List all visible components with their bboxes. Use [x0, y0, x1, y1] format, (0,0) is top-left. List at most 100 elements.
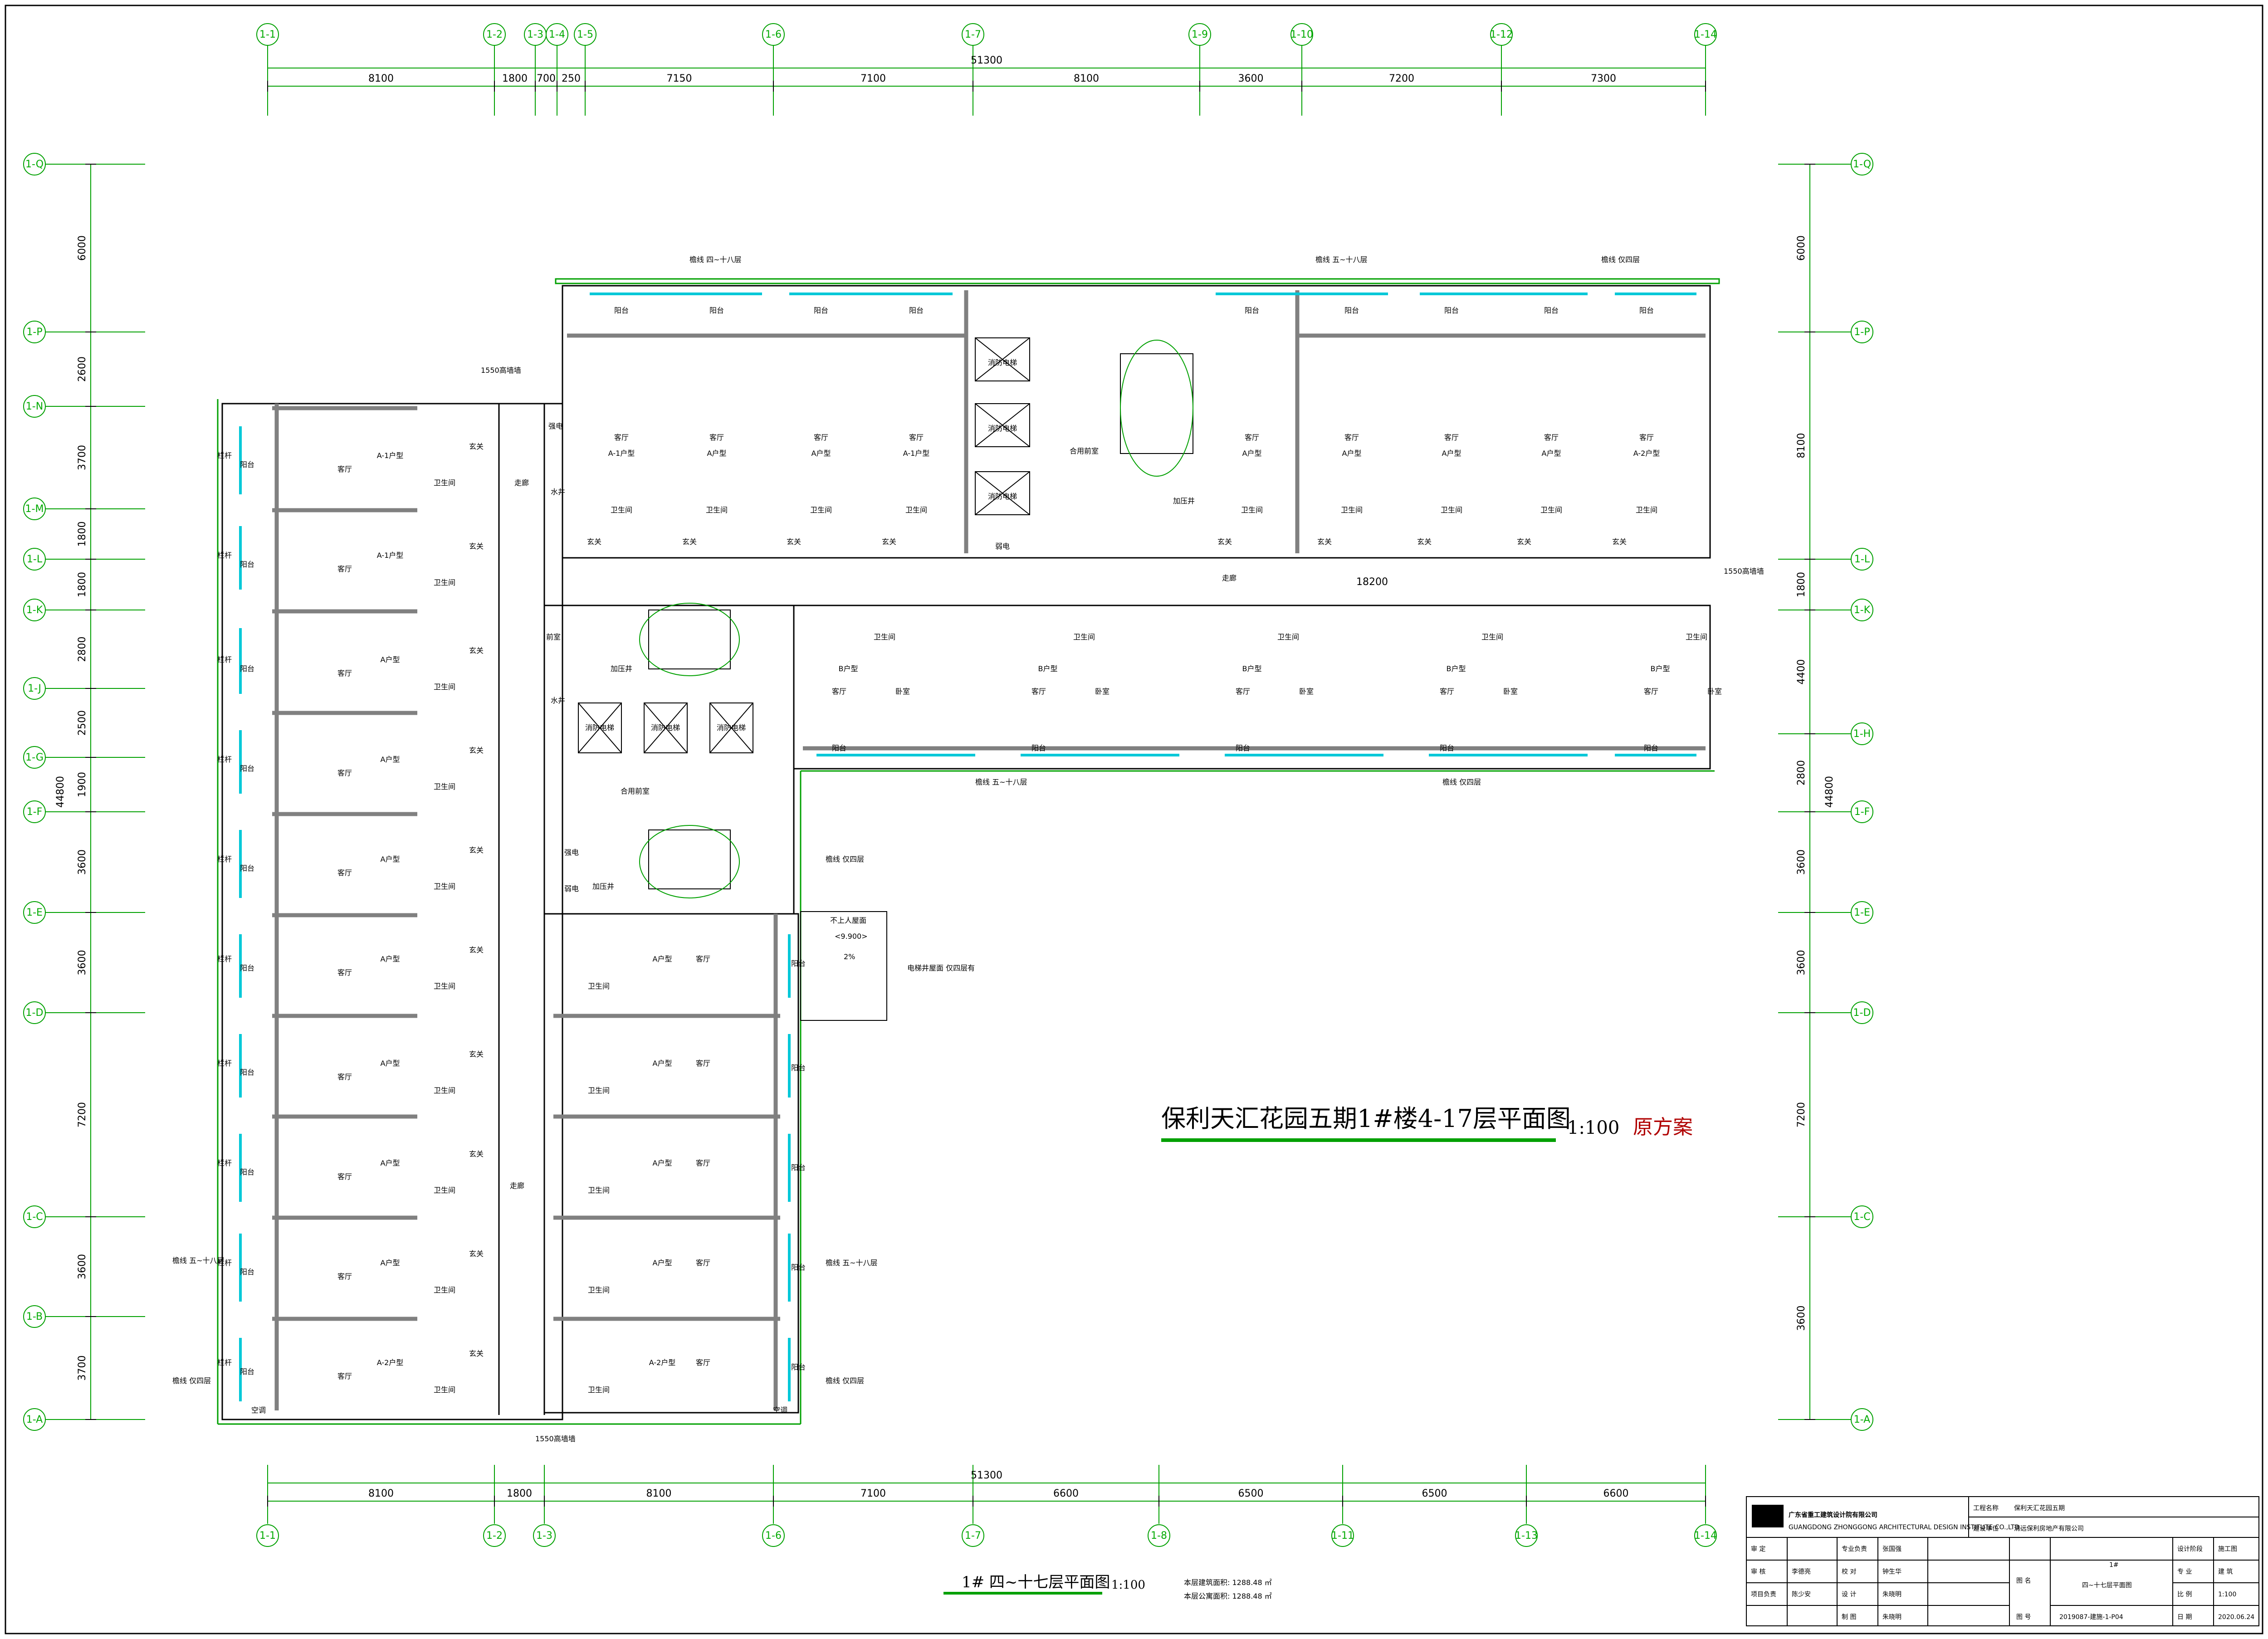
axis-right-1-P: 1-P — [1851, 321, 1873, 343]
dim-top-seg-6: 8100 — [1074, 73, 1099, 84]
note-high-wall-right: 1550高墙墙 — [1724, 567, 1764, 576]
main-note: 原方案 — [1633, 1116, 1693, 1139]
note-eave-right3: 檐线 仅四层 — [826, 1376, 864, 1385]
axis-left-1-P: 1-P — [23, 321, 46, 343]
axis-right-1-L: 1-L — [1851, 548, 1873, 571]
elevator-label-2: 消防电梯 — [988, 424, 1017, 433]
plan-notes: 1550高墙墙 1550高墙墙 1550高墙墙 檐线 四~十八层 檐线 五~十八… — [172, 255, 1764, 1443]
axis-top-1-10: 1-10 — [1290, 23, 1313, 46]
dim-left-seg-2: 3700 — [77, 445, 88, 470]
company-logo-icon — [1752, 1505, 1784, 1527]
axis-bottom-1-6-label: 1-6 — [765, 1530, 782, 1541]
note-high-wall-top: 1550高墙墙 — [481, 366, 521, 375]
left-railing-0: 栏杆 — [217, 451, 232, 460]
right-balcony-1: 阳台 — [791, 1063, 806, 1072]
left-bath-7: 卫生间 — [434, 1186, 455, 1195]
drawing-label: 图 名 — [2016, 1577, 2031, 1585]
title-block-text: 广东省重工建筑设计院有限公司 GUANGDONG ZHONGGONG ARCHI… — [1751, 1505, 2254, 1621]
axis-bottom-1-7: 1-7 — [962, 1524, 984, 1547]
right-living-1: 客厅 — [696, 1059, 710, 1068]
top-unit-type-2: A户型 — [811, 449, 831, 458]
axis-left-1-B: 1-B — [23, 1305, 46, 1328]
dim-bottom-total: 51300 — [971, 1470, 1002, 1481]
ac-label-left: 空调 — [251, 1406, 266, 1415]
top-bath-5: 卫生间 — [1341, 506, 1363, 514]
dim-top-seg-3: 250 — [562, 73, 581, 84]
left-railing-8: 栏杆 — [217, 1259, 232, 1267]
sub-title-underline — [943, 1592, 1102, 1595]
right-unit-type-1: A户型 — [653, 1059, 672, 1068]
right-unit-type-3: A户型 — [653, 1259, 672, 1267]
drawing-name-2: 四~十七层平面图 — [2082, 1582, 2132, 1589]
left-living-7: 客厅 — [337, 1172, 352, 1181]
left-corridor-2: 走廊 — [510, 1181, 524, 1190]
axis-bottom-1-14-label: 1-14 — [1694, 1530, 1717, 1541]
elevator-label-1: 消防电梯 — [988, 358, 1017, 367]
top-unit-type-6: A户型 — [1442, 449, 1461, 458]
dim-top-seg-4: 7150 — [667, 73, 692, 84]
axis-right-1-E-label: 1-E — [1854, 907, 1870, 918]
axis-top-1-7-label: 1-7 — [965, 29, 981, 40]
top-balcony-7: 阳台 — [1544, 306, 1559, 315]
axis-left-1-D-label: 1-D — [26, 1007, 44, 1019]
left-railing-5: 栏杆 — [217, 955, 232, 963]
axis-bottom-1-3: 1-3 — [533, 1524, 556, 1547]
top-living-7: 客厅 — [1544, 433, 1559, 442]
left-railing-7: 栏杆 — [217, 1159, 232, 1167]
scale-value: 1:100 — [2218, 1591, 2236, 1598]
left-railing-4: 栏杆 — [217, 855, 232, 863]
axis-left-1-C-label: 1-C — [26, 1211, 43, 1223]
left-unit-type-8: A户型 — [381, 1259, 400, 1267]
dim-left-seg-1: 2600 — [77, 356, 88, 382]
left-unit-type-4: A户型 — [381, 855, 400, 863]
note-roof-level: <9.900> — [835, 932, 868, 941]
mid-living-4: 客厅 — [1644, 687, 1658, 696]
stage: 施工图 — [2218, 1546, 2237, 1553]
dim-right-total: 44800 — [1824, 776, 1835, 808]
top-unit-type-8: A-2户型 — [1633, 449, 1660, 458]
top-living-8: 客厅 — [1639, 433, 1654, 442]
top-living-1: 客厅 — [709, 433, 724, 442]
mid-bedroom-3: 卧室 — [1503, 687, 1518, 696]
dim-left-seg-9: 3600 — [77, 950, 88, 976]
dim-right-seg-7: 7200 — [1796, 1102, 1807, 1127]
role-4: 专业负责 — [1842, 1546, 1867, 1553]
axis-right-1-Q: 1-Q — [1851, 153, 1873, 176]
right-bath-2: 卫生间 — [588, 1186, 610, 1195]
axis-left-1-B-label: 1-B — [26, 1311, 43, 1322]
left-unit-type-0: A-1户型 — [377, 451, 404, 460]
left-entry-0: 玄关 — [469, 442, 484, 451]
top-balcony-2: 阳台 — [814, 306, 828, 315]
sub-title: 1# 四~十七层平面图 — [962, 1573, 1110, 1591]
axis-right-1-C: 1-C — [1851, 1205, 1873, 1228]
pressure-shaft-2: 加压井 — [592, 882, 614, 891]
sub-scale: 1:100 — [1111, 1578, 1145, 1592]
top-bath-1: 卫生间 — [706, 506, 728, 514]
axis-bottom-1-7-label: 1-7 — [965, 1530, 981, 1541]
dim-top-seg-5: 7100 — [860, 73, 886, 84]
dim-bottom-seg-2: 8100 — [646, 1488, 672, 1499]
right-balcony-0: 阳台 — [791, 959, 806, 968]
axis-top-1-14-label: 1-14 — [1694, 29, 1717, 40]
top-living-5: 客厅 — [1344, 433, 1359, 442]
axis-left-1-M-label: 1-M — [25, 503, 44, 515]
main-title-group: 保利天汇花园五期1#楼4-17层平面图 1:100 原方案 — [1161, 1104, 1693, 1142]
top-corridor: 走廊 — [1222, 574, 1237, 582]
axis-left-1-N-label: 1-N — [26, 401, 43, 412]
name-6: 朱晓明 — [1882, 1591, 1901, 1598]
axis-left-1-Q-label: 1-Q — [25, 159, 44, 170]
left-balcony-7: 阳台 — [240, 1168, 254, 1176]
left-entry-9: 玄关 — [469, 1349, 484, 1358]
left-corridor-1: 走廊 — [514, 478, 529, 487]
dim-bottom-seg-0: 8100 — [368, 1488, 394, 1499]
elevator-label-5: 消防电梯 — [651, 723, 680, 732]
left-living-8: 客厅 — [337, 1272, 352, 1281]
note-corridor-length: 18200 — [1356, 576, 1388, 588]
axis-right-1-H: 1-H — [1851, 722, 1873, 745]
axis-left-1-P-label: 1-P — [26, 327, 42, 338]
right-unit-type-2: A户型 — [653, 1159, 672, 1167]
top-unit-type-4: A户型 — [1242, 449, 1262, 458]
name-4: 张国强 — [1882, 1546, 1901, 1553]
left-unit-type-2: A户型 — [381, 655, 400, 664]
